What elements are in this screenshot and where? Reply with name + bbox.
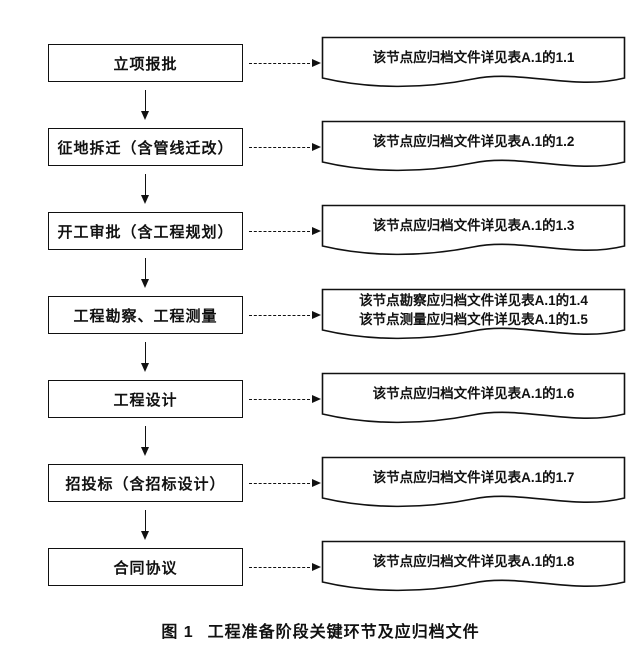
process-label: 工程勘察、工程测量 bbox=[73, 307, 218, 325]
dashed-connector bbox=[243, 479, 321, 487]
vertical-line bbox=[144, 510, 146, 531]
figure-caption: 图 1 工程准备阶段关键环节及应归档文件 bbox=[0, 618, 641, 642]
document-shape bbox=[321, 372, 626, 426]
vertical-line bbox=[144, 426, 146, 447]
process-box: 开工审批（含工程规划） bbox=[48, 212, 243, 250]
dashed-connector bbox=[243, 563, 321, 571]
down-arrow bbox=[139, 174, 151, 204]
figure-number: 图 1 bbox=[161, 624, 194, 641]
down-arrow bbox=[139, 426, 151, 456]
vertical-line bbox=[144, 174, 146, 195]
document-note: 该节点应归档文件详见表A.1的1.2 bbox=[372, 134, 575, 150]
document-box: 该节点勘察应归档文件详见表A.1的1.4 该节点测量应归档文件详见表A.1的1.… bbox=[321, 288, 626, 342]
dashed-connector bbox=[243, 59, 321, 67]
process-box: 合同协议 bbox=[48, 548, 243, 586]
document-note: 该节点应归档文件详见表A.1的1.1 bbox=[372, 50, 575, 66]
flow-row: 开工审批（含工程规划） 该节点应归档文件详见表A.1的1.3 bbox=[48, 204, 641, 258]
document-shape bbox=[321, 36, 626, 90]
dashed-connector bbox=[243, 227, 321, 235]
arrow-right-icon bbox=[312, 143, 321, 151]
arrow-right-icon bbox=[312, 59, 321, 67]
arrow-right-icon bbox=[312, 395, 321, 403]
process-label: 开工审批（含工程规划） bbox=[57, 223, 234, 241]
dashed-line bbox=[249, 398, 310, 400]
process-label: 征地拆迁（含管线迁改） bbox=[57, 139, 234, 157]
dashed-line bbox=[249, 146, 310, 148]
arrow-down-icon bbox=[141, 195, 149, 204]
process-label: 招投标（含招标设计） bbox=[65, 475, 226, 493]
process-label: 合同协议 bbox=[113, 559, 178, 577]
flow-row: 工程勘察、工程测量 该节点勘察应归档文件详见表A.1的1.4 该节点测量应归档文… bbox=[48, 288, 641, 342]
flow-row: 招投标（含招标设计） 该节点应归档文件详见表A.1的1.7 bbox=[48, 456, 641, 510]
document-box: 该节点应归档文件详见表A.1的1.1 bbox=[321, 36, 626, 90]
dashed-line bbox=[249, 566, 310, 568]
arrow-down-icon bbox=[141, 363, 149, 372]
dashed-connector bbox=[243, 143, 321, 151]
vertical-line bbox=[144, 342, 146, 363]
process-box: 工程勘察、工程测量 bbox=[48, 296, 243, 334]
document-box: 该节点应归档文件详见表A.1的1.3 bbox=[321, 204, 626, 258]
arrow-down-icon bbox=[141, 279, 149, 288]
dashed-line bbox=[249, 314, 310, 316]
process-box: 征地拆迁（含管线迁改） bbox=[48, 128, 243, 166]
document-box: 该节点应归档文件详见表A.1的1.8 bbox=[321, 540, 626, 594]
document-note: 该节点应归档文件详见表A.1的1.8 bbox=[372, 554, 575, 570]
document-shape bbox=[321, 540, 626, 594]
down-arrow bbox=[139, 90, 151, 120]
flowchart: 立项报批 该节点应归档文件详见表A.1的1.1 征地拆迁（含管线迁改） bbox=[48, 0, 641, 594]
dashed-line bbox=[249, 62, 310, 64]
arrow-right-icon bbox=[312, 311, 321, 319]
dashed-line bbox=[249, 230, 310, 232]
arrow-down-icon bbox=[141, 531, 149, 540]
process-label: 立项报批 bbox=[113, 55, 178, 73]
down-arrow bbox=[139, 510, 151, 540]
document-box: 该节点应归档文件详见表A.1的1.6 bbox=[321, 372, 626, 426]
down-arrow bbox=[139, 258, 151, 288]
flow-row: 合同协议 该节点应归档文件详见表A.1的1.8 bbox=[48, 540, 641, 594]
flow-row: 工程设计 该节点应归档文件详见表A.1的1.6 bbox=[48, 372, 641, 426]
arrow-down-icon bbox=[141, 447, 149, 456]
process-box: 立项报批 bbox=[48, 44, 243, 82]
flow-row: 征地拆迁（含管线迁改） 该节点应归档文件详见表A.1的1.2 bbox=[48, 120, 641, 174]
document-note: 该节点勘察应归档文件详见表A.1的1.4 该节点测量应归档文件详见表A.1的1.… bbox=[359, 293, 588, 327]
document-shape bbox=[321, 456, 626, 510]
document-note: 该节点应归档文件详见表A.1的1.7 bbox=[372, 470, 575, 486]
vertical-line bbox=[144, 258, 146, 279]
down-arrow bbox=[139, 342, 151, 372]
process-label: 工程设计 bbox=[113, 391, 178, 409]
arrow-down-icon bbox=[141, 111, 149, 120]
arrow-right-icon bbox=[312, 563, 321, 571]
dashed-line bbox=[249, 482, 310, 484]
document-box: 该节点应归档文件详见表A.1的1.2 bbox=[321, 120, 626, 174]
document-note: 该节点应归档文件详见表A.1的1.6 bbox=[372, 386, 575, 402]
figure-title: 工程准备阶段关键环节及应归档文件 bbox=[207, 624, 480, 641]
document-box: 该节点应归档文件详见表A.1的1.7 bbox=[321, 456, 626, 510]
dashed-connector bbox=[243, 395, 321, 403]
document-note: 该节点应归档文件详见表A.1的1.3 bbox=[372, 218, 575, 234]
dashed-connector bbox=[243, 311, 321, 319]
process-box: 工程设计 bbox=[48, 380, 243, 418]
document-shape bbox=[321, 120, 626, 174]
arrow-right-icon bbox=[312, 227, 321, 235]
process-box: 招投标（含招标设计） bbox=[48, 464, 243, 502]
document-shape bbox=[321, 288, 626, 342]
flow-row: 立项报批 该节点应归档文件详见表A.1的1.1 bbox=[48, 36, 641, 90]
arrow-right-icon bbox=[312, 479, 321, 487]
vertical-line bbox=[144, 90, 146, 111]
document-shape bbox=[321, 204, 626, 258]
